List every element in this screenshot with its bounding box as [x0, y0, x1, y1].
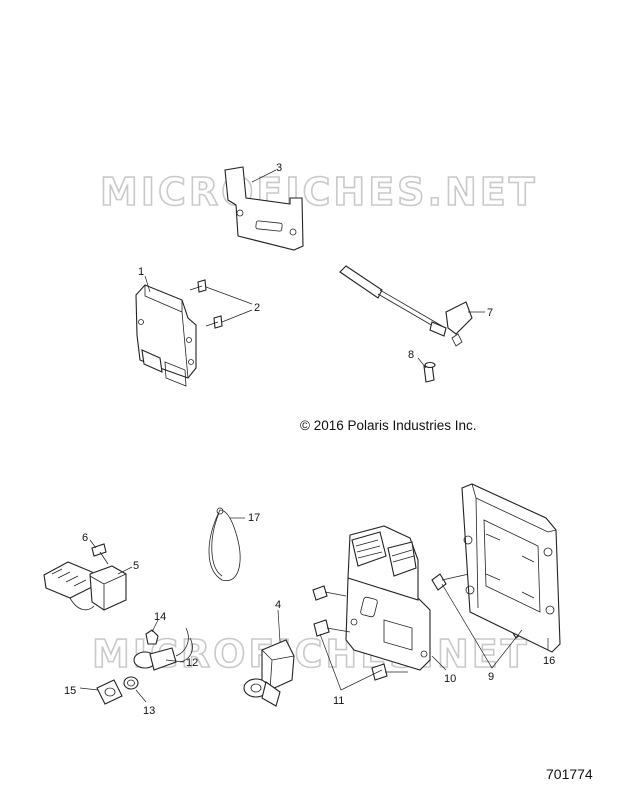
callout-11: 11	[333, 695, 344, 707]
callout-3: 3	[276, 162, 282, 174]
callout-7: 7	[487, 307, 493, 319]
part-16-plate	[461, 483, 561, 653]
callout-8: 8	[408, 349, 414, 361]
callout-13: 13	[143, 705, 155, 717]
callout-labels: 1 2 3 4 5 6 7 8 9 10 11 12 13 14 15 16 1…	[64, 162, 555, 717]
part-4-sensor	[243, 639, 295, 707]
callout-9: 9	[488, 671, 494, 683]
part-7-sensor	[339, 265, 473, 347]
part-10-ecu	[345, 525, 431, 671]
part-6-screw	[91, 543, 109, 565]
part-8-pin	[423, 361, 436, 383]
callout-14: 14	[154, 611, 166, 623]
leader-lines	[79, 169, 549, 703]
copyright-notice: © 2016 Polaris Industries Inc.	[300, 418, 477, 433]
callout-15: 15	[64, 685, 76, 697]
reference-number: 701774	[546, 766, 593, 782]
part-17-wire-loop	[208, 507, 241, 581]
part-15-gasket	[96, 679, 123, 705]
part-5-connector	[43, 561, 127, 611]
callout-6: 6	[82, 532, 88, 544]
part-2-screws	[189, 279, 223, 329]
part-3-bracket	[224, 166, 304, 251]
callout-1: 1	[138, 266, 144, 278]
callout-16: 16	[543, 655, 555, 667]
callout-17: 17	[248, 512, 260, 524]
callout-10: 10	[444, 673, 456, 685]
part-12-sensor	[133, 627, 193, 671]
watermark-top: MICROFICHES.NET	[100, 170, 538, 214]
part-13-oring	[123, 676, 139, 690]
part-11-bolts	[312, 585, 408, 681]
callout-12: 12	[186, 657, 198, 669]
callout-5: 5	[133, 560, 139, 572]
part-1-module	[135, 284, 197, 387]
part-14-fitting	[145, 629, 159, 645]
callout-4: 4	[275, 599, 281, 611]
watermark-bottom: MICROFICHES.NET	[92, 632, 530, 676]
callout-2: 2	[254, 302, 260, 314]
